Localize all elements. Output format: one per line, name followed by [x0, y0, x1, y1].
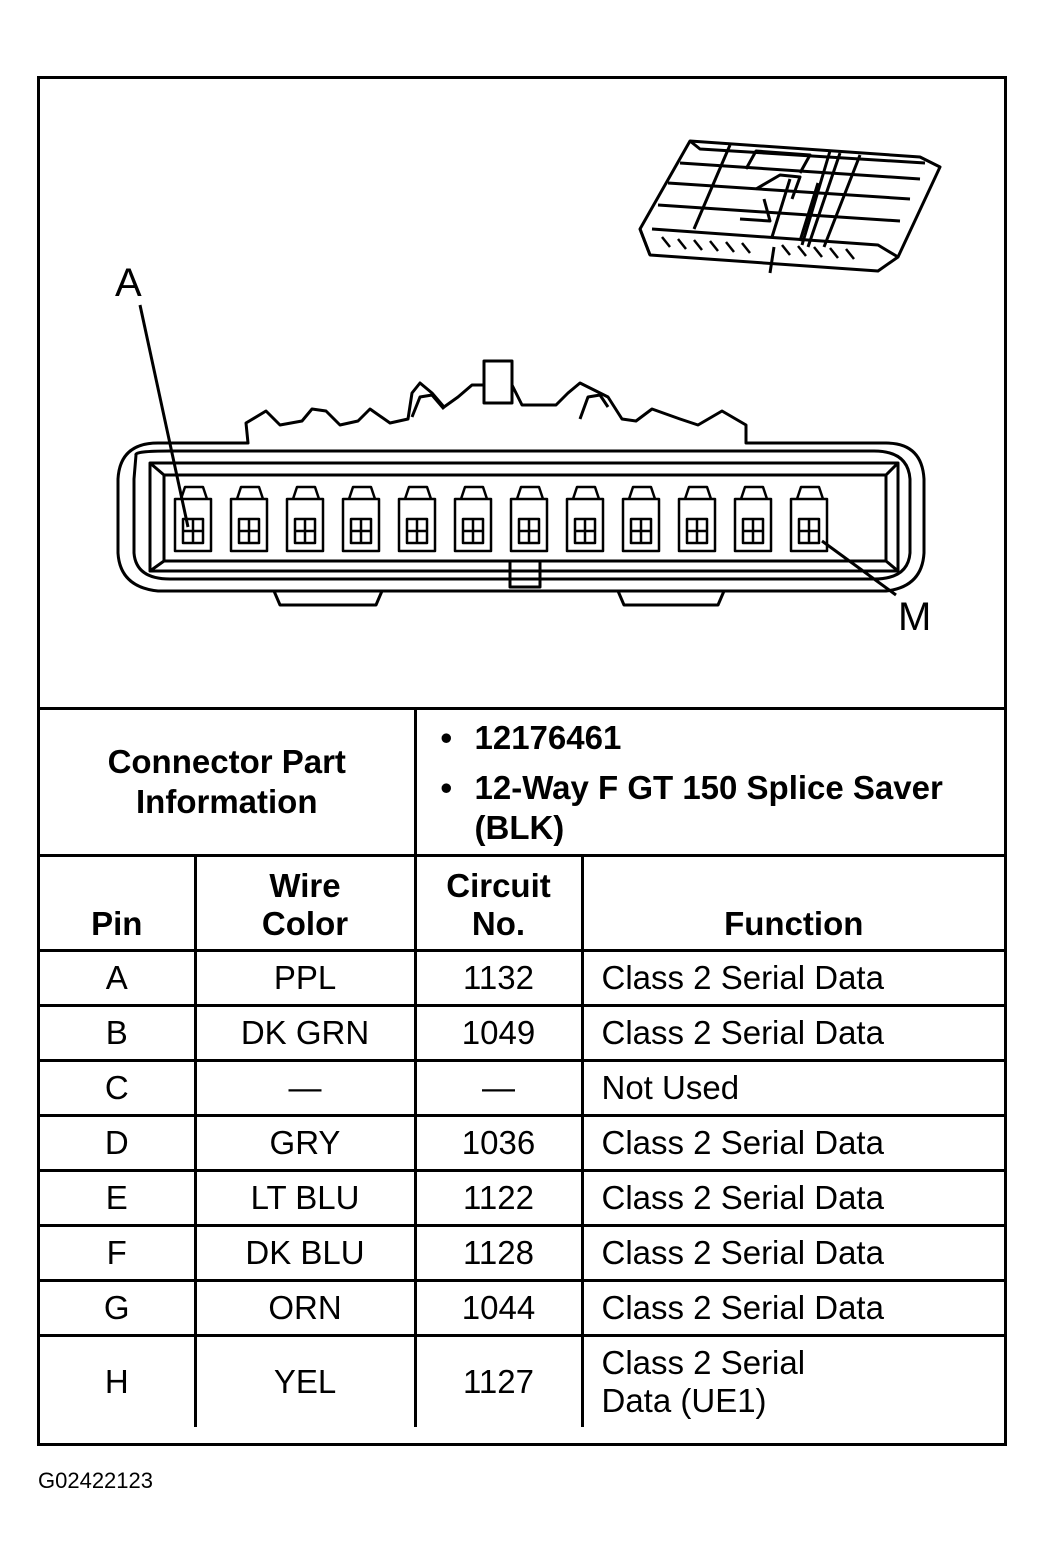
wire-color-cell: DK GRN: [193, 1004, 417, 1062]
circuit-cell: 1128: [413, 1224, 584, 1282]
pin-cell: C: [40, 1059, 197, 1117]
figure-id: G02422123: [38, 1468, 153, 1493]
function-cell: Class 2 Serial Data (UE1): [580, 1334, 1004, 1427]
function-cell: Class 2 Serial Data: [580, 1224, 1004, 1282]
part-number: 12176461: [441, 718, 1005, 758]
connector-description: 12-Way F GT 150 Splice Saver (BLK): [441, 768, 1005, 848]
pin-cell: B: [40, 1004, 197, 1062]
wire-color-cell: ORN: [193, 1279, 417, 1337]
circuit-cell: —: [413, 1059, 584, 1117]
connector-part-info-row: Connector Part Information 12176461 12-W…: [40, 707, 1005, 857]
leader-line-a: [138, 304, 190, 528]
connector-drawing: [116, 139, 942, 607]
header-function: Function: [580, 854, 1004, 952]
connector-part-info-values: 12176461 12-Way F GT 150 Splice Saver (B…: [413, 707, 1005, 857]
function-cell: Class 2 Serial Data: [580, 949, 1004, 1007]
table-row: F DK BLU 1128 Class 2 Serial Data: [40, 1224, 1004, 1282]
wire-color-cell: GRY: [193, 1114, 417, 1172]
wire-color-cell: —: [193, 1059, 417, 1117]
circuit-cell: 1049: [413, 1004, 584, 1062]
table-row: G ORN 1044 Class 2 Serial Data: [40, 1279, 1004, 1337]
wire-color-cell: YEL: [193, 1334, 417, 1427]
header-row: Pin Wire Color Circuit No. Function: [40, 854, 1004, 952]
header-pin: Pin: [40, 854, 197, 952]
function-cell: Class 2 Serial Data: [580, 1114, 1004, 1172]
connector-isometric-view: [638, 139, 942, 274]
header-circuit-no: Circuit No.: [413, 854, 584, 952]
table-row: C — — Not Used: [40, 1059, 1004, 1117]
circuit-cell: 1132: [413, 949, 584, 1007]
callout-pin-m: M: [898, 595, 932, 639]
circuit-cell: 1127: [413, 1334, 584, 1427]
pin-cell: H: [40, 1334, 197, 1427]
function-cell: Class 2 Serial Data: [580, 1279, 1004, 1337]
pinout-table: Connector Part Information 12176461 12-W…: [40, 707, 1004, 1427]
pin-cell: G: [40, 1279, 197, 1337]
header-wire-color-text: Wire Color: [261, 867, 349, 942]
leader-line-m: [821, 539, 897, 597]
pin-cell: F: [40, 1224, 197, 1282]
circuit-cell: 1122: [413, 1169, 584, 1227]
pin-cell: A: [40, 949, 197, 1007]
connector-illustration: A M: [40, 79, 1004, 707]
connector-front-view: [116, 359, 926, 607]
table-row: H YEL 1127 Class 2 Serial Data (UE1): [40, 1334, 1004, 1427]
connector-part-info-label: Connector Part Information: [40, 707, 417, 857]
table-row: E LT BLU 1122 Class 2 Serial Data: [40, 1169, 1004, 1227]
pin-cell: D: [40, 1114, 197, 1172]
circuit-cell: 1044: [413, 1279, 584, 1337]
table-row: D GRY 1036 Class 2 Serial Data: [40, 1114, 1004, 1172]
header-circuit-no-text: Circuit No.: [446, 867, 551, 942]
wire-color-cell: PPL: [193, 949, 417, 1007]
diagram-frame: A M Connector Part Information 12176461 …: [37, 76, 1007, 1446]
function-cell: Class 2 Serial Data: [580, 1004, 1004, 1062]
pin-cell: E: [40, 1169, 197, 1227]
wire-color-cell: LT BLU: [193, 1169, 417, 1227]
header-wire-color: Wire Color: [193, 854, 417, 952]
function-cell-text: Class 2 Serial Data (UE1): [601, 1344, 806, 1419]
wire-color-cell: DK BLU: [193, 1224, 417, 1282]
callout-pin-a: A: [115, 261, 142, 305]
function-cell: Not Used: [580, 1059, 1004, 1117]
table-row: A PPL 1132 Class 2 Serial Data: [40, 949, 1004, 1007]
circuit-cell: 1036: [413, 1114, 584, 1172]
table-row: B DK GRN 1049 Class 2 Serial Data: [40, 1004, 1004, 1062]
function-cell: Class 2 Serial Data: [580, 1169, 1004, 1227]
